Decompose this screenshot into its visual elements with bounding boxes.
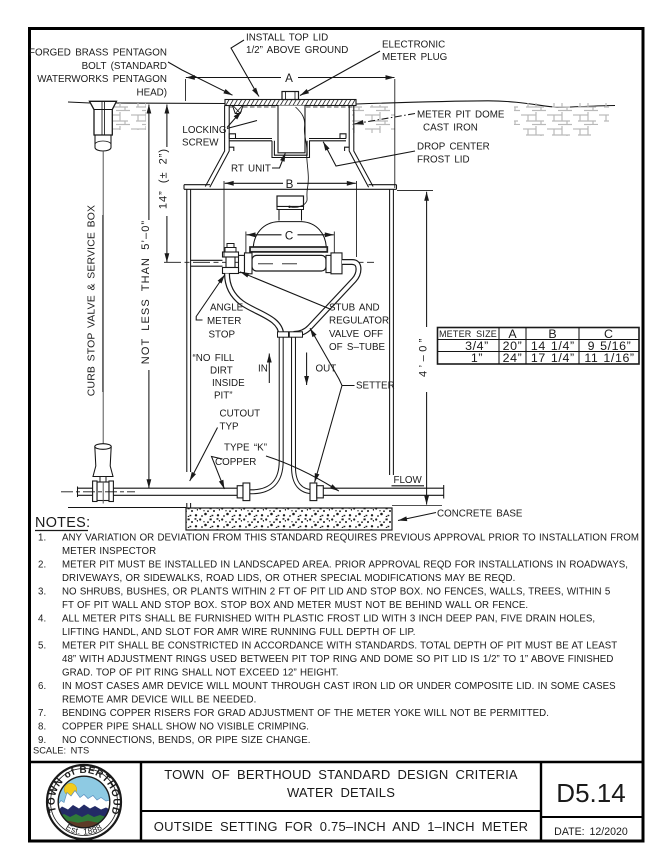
- svg-text:NOT LESS THAN 5’–0”: NOT LESS THAN 5’–0”: [140, 220, 152, 364]
- svg-text:METER INSPECTOR: METER INSPECTOR: [62, 546, 156, 557]
- svg-text:“NO FILL: “NO FILL: [193, 353, 235, 364]
- svg-text:A: A: [285, 72, 293, 85]
- svg-text:METER PLUG: METER PLUG: [382, 52, 447, 63]
- svg-text:1/2” ABOVE GROUND: 1/2” ABOVE GROUND: [246, 45, 348, 56]
- svg-text:CURB STOP VALVE & SERVICE BOX: CURB STOP VALVE & SERVICE BOX: [87, 205, 98, 396]
- svg-text:ANGLE: ANGLE: [210, 303, 244, 314]
- svg-text:METER: METER: [207, 316, 241, 327]
- svg-text:FORGED BRASS PENTAGON: FORGED BRASS PENTAGON: [29, 48, 167, 59]
- svg-text:4’–0”: 4’–0”: [418, 335, 430, 377]
- svg-text:4.: 4.: [38, 614, 46, 625]
- svg-text:HEAD): HEAD): [137, 87, 167, 98]
- svg-text:D5.14: D5.14: [556, 778, 625, 808]
- svg-text:LOCKING: LOCKING: [182, 125, 226, 136]
- svg-text:WATERWORKS PENTAGON: WATERWORKS PENTAGON: [37, 74, 167, 85]
- svg-text:DATE: 12/2020: DATE: 12/2020: [554, 826, 628, 838]
- svg-text:FROST LID: FROST LID: [417, 155, 470, 166]
- svg-text:14” (± 2”): 14” (± 2”): [158, 148, 170, 209]
- svg-text:BENDING COPPER RISERS FOR GRAD: BENDING COPPER RISERS FOR GRAD ADJUSTMEN…: [62, 708, 549, 719]
- svg-text:TOWN OF BERTHOUD STANDARD DESI: TOWN OF BERTHOUD STANDARD DESIGN CRITERI…: [164, 767, 518, 782]
- svg-text:TYP: TYP: [220, 422, 240, 433]
- svg-text:IN MOST CASES AMR DEVICE WILL: IN MOST CASES AMR DEVICE WILL MOUNT THRO…: [62, 681, 616, 692]
- svg-text:DIRT: DIRT: [210, 366, 233, 377]
- svg-text:DRIVEWAYS, OR SIDEWALKS, ROAD: DRIVEWAYS, OR SIDEWALKS, ROAD LIDS, OR O…: [62, 573, 515, 584]
- svg-text:CAST IRON: CAST IRON: [423, 123, 478, 134]
- svg-text:OF S–TUBE: OF S–TUBE: [329, 342, 386, 353]
- svg-text:ANY VARIATION OR DEVIATION FRO: ANY VARIATION OR DEVIATION FROM THIS STA…: [62, 533, 639, 544]
- svg-text:3.: 3.: [38, 587, 46, 598]
- svg-text:OUTSIDE SETTING FOR 0.75–INCH: OUTSIDE SETTING FOR 0.75–INCH AND 1–INCH…: [154, 819, 528, 834]
- svg-text:METER PIT MUST BE INSTALLED IN: METER PIT MUST BE INSTALLED IN LANDSCAPE…: [62, 560, 628, 571]
- svg-text:RT UNIT: RT UNIT: [231, 164, 271, 175]
- svg-text:CONCRETE BASE: CONCRETE BASE: [437, 509, 523, 520]
- svg-text:5.: 5.: [38, 641, 46, 652]
- svg-text:11 1/16”: 11 1/16”: [584, 351, 634, 365]
- svg-text:INSTALL TOP LID: INSTALL TOP LID: [246, 33, 328, 44]
- svg-text:1”: 1”: [471, 351, 483, 365]
- svg-text:9 5/16”: 9 5/16”: [588, 339, 632, 353]
- svg-text:NOTES:: NOTES:: [35, 515, 90, 531]
- svg-text:WATER DETAILS: WATER DETAILS: [287, 785, 395, 800]
- svg-text:ALL METER PITS SHALL BE FURNIS: ALL METER PITS SHALL BE FURNISHED WITH P…: [62, 614, 595, 625]
- svg-text:24”: 24”: [503, 351, 523, 365]
- svg-text:FT OF PIT WALL AND STOP BOX. S: FT OF PIT WALL AND STOP BOX. STOP BOX AN…: [62, 600, 528, 611]
- svg-text:SCREW: SCREW: [182, 138, 219, 149]
- svg-text:48” WITH ADJUSTMENT RINGS USED: 48” WITH ADJUSTMENT RINGS USED BETWEEN P…: [62, 654, 613, 665]
- svg-text:NO CONNECTIONS, BENDS, OR PIPE: NO CONNECTIONS, BENDS, OR PIPE SIZE CHAN…: [62, 735, 310, 746]
- svg-text:PIT”: PIT”: [214, 391, 233, 402]
- svg-text:20”: 20”: [503, 339, 523, 353]
- svg-text:METER SIZE: METER SIZE: [439, 329, 497, 339]
- svg-text:NO SHRUBS, BUSHES, OR PLANTS W: NO SHRUBS, BUSHES, OR PLANTS WITHIN 2 FT…: [62, 587, 610, 598]
- svg-text:REMOTE AMR DEVICE WILL BE NEED: REMOTE AMR DEVICE WILL BE NEEDED.: [62, 695, 256, 706]
- svg-text:2.: 2.: [38, 560, 46, 571]
- svg-text:6.: 6.: [38, 681, 46, 692]
- svg-text:C: C: [285, 230, 293, 243]
- svg-text:9.: 9.: [38, 735, 46, 746]
- svg-text:DROP CENTER: DROP CENTER: [417, 142, 490, 153]
- svg-text:3/4”: 3/4”: [465, 339, 489, 353]
- svg-text:C: C: [604, 327, 613, 341]
- svg-text:LIFTING HANDL, AND SLOT FOR AM: LIFTING HANDL, AND SLOT FOR AMR WIRE RUN…: [62, 627, 416, 638]
- svg-text:B: B: [548, 327, 556, 341]
- svg-text:STOP: STOP: [209, 330, 236, 341]
- svg-text:CUTOUT: CUTOUT: [220, 409, 261, 420]
- svg-text:METER PIT SHALL BE CONSTRICTED: METER PIT SHALL BE CONSTRICTED IN ACCORD…: [62, 641, 617, 652]
- svg-text:GRAD. TOP OF PIT RING SHALL NO: GRAD. TOP OF PIT RING SHALL NOT EXCEED 1…: [62, 668, 339, 679]
- svg-text:8.: 8.: [38, 722, 46, 733]
- svg-text:REGULATOR: REGULATOR: [329, 316, 389, 327]
- svg-text:TYPE “K”: TYPE “K”: [224, 443, 267, 454]
- svg-text:SCALE: NTS: SCALE: NTS: [33, 746, 89, 756]
- svg-text:COPPER: COPPER: [215, 457, 256, 468]
- svg-text:17 1/4”: 17 1/4”: [531, 351, 575, 365]
- svg-text:14 1/4”: 14 1/4”: [531, 339, 575, 353]
- svg-text:BOLT (STANDARD: BOLT (STANDARD: [82, 61, 167, 72]
- svg-text:ELECTRONIC: ELECTRONIC: [382, 40, 445, 51]
- svg-text:COPPER PIPE SHALL SHOW NO VISI: COPPER PIPE SHALL SHOW NO VISIBLE CRIMPI…: [62, 722, 309, 733]
- svg-text:VALVE OFF: VALVE OFF: [329, 329, 383, 340]
- svg-text:STUB AND: STUB AND: [329, 303, 380, 314]
- svg-text:METER PIT DOME: METER PIT DOME: [417, 110, 505, 121]
- svg-text:B: B: [286, 178, 294, 191]
- svg-text:Est. 1888: Est. 1888: [64, 822, 104, 837]
- svg-text:IN: IN: [258, 364, 268, 375]
- svg-text:7.: 7.: [38, 708, 46, 719]
- svg-text:1.: 1.: [38, 533, 46, 544]
- svg-text:INSIDE: INSIDE: [212, 378, 245, 389]
- svg-text:SETTER: SETTER: [356, 381, 395, 392]
- svg-text:OUT: OUT: [316, 364, 337, 375]
- svg-text:FLOW: FLOW: [394, 475, 423, 486]
- svg-text:A: A: [508, 327, 517, 341]
